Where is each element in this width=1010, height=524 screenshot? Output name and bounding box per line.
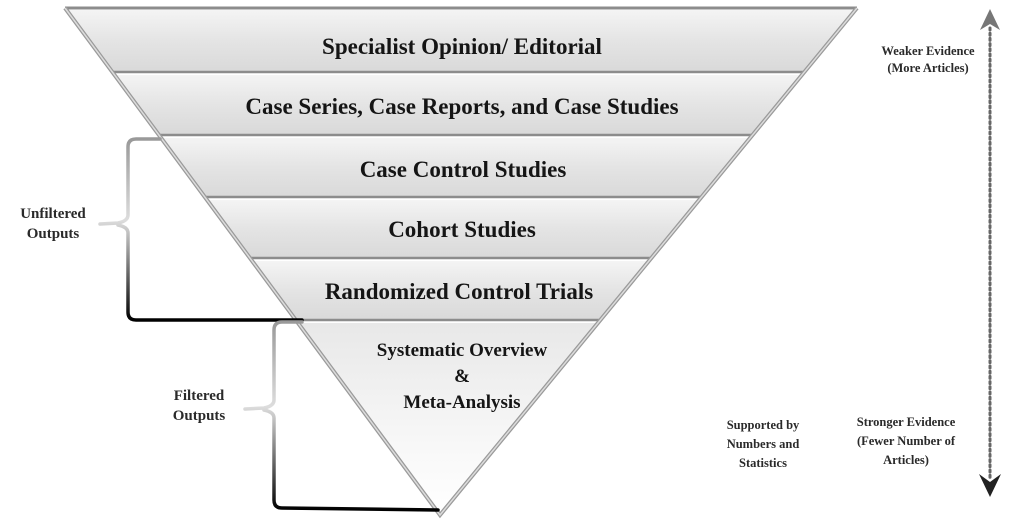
filtered-label-line2: Outputs — [173, 408, 226, 424]
stronger-evidence-sublabel-2: Articles) — [883, 453, 929, 467]
unfiltered-bracket — [98, 137, 304, 322]
weaker-evidence-sublabel: (More Articles) — [887, 61, 968, 75]
supported-label-line3: Statistics — [739, 456, 787, 470]
unfiltered-label-line2: Outputs — [27, 226, 80, 242]
inverted-pyramid — [63, 6, 859, 519]
pyramid-band-case-series — [114, 75, 802, 135]
pyramid-band-case-control — [161, 138, 751, 197]
level-label-meta-analysis: Meta-Analysis — [403, 392, 520, 413]
unfiltered-label-line1: Unfiltered — [20, 206, 86, 222]
filtered-bracket — [243, 320, 440, 512]
level-label-ampersand: & — [454, 366, 470, 387]
level-label-case-control: Case Control Studies — [360, 157, 567, 182]
pyramid-band-rct — [252, 261, 649, 320]
pyramid-outline — [64, 7, 858, 517]
level-label-rct: Randomized Control Trials — [325, 279, 593, 304]
supported-label-line2: Numbers and — [727, 437, 800, 451]
level-label-specialist-opinion: Specialist Opinion/ Editorial — [322, 34, 602, 59]
pyramid-band-systematic-review — [297, 323, 598, 515]
stronger-evidence-sublabel-1: (Fewer Number of — [857, 434, 956, 448]
supported-label-line1: Supported by — [727, 418, 800, 432]
level-label-cohort: Cohort Studies — [388, 217, 536, 242]
pyramid-band-specialist-opinion — [66, 10, 856, 72]
filtered-label-line1: Filtered — [174, 388, 225, 404]
stronger-evidence-label: Stronger Evidence — [857, 415, 956, 429]
level-label-systematic-overview: Systematic Overview — [377, 340, 548, 361]
dotted-double-arrow-icon — [979, 9, 1001, 497]
level-label-case-series: Case Series, Case Reports, and Case Stud… — [245, 94, 678, 119]
weaker-evidence-label: Weaker Evidence — [881, 44, 975, 58]
pyramid-band-cohort — [207, 200, 700, 258]
